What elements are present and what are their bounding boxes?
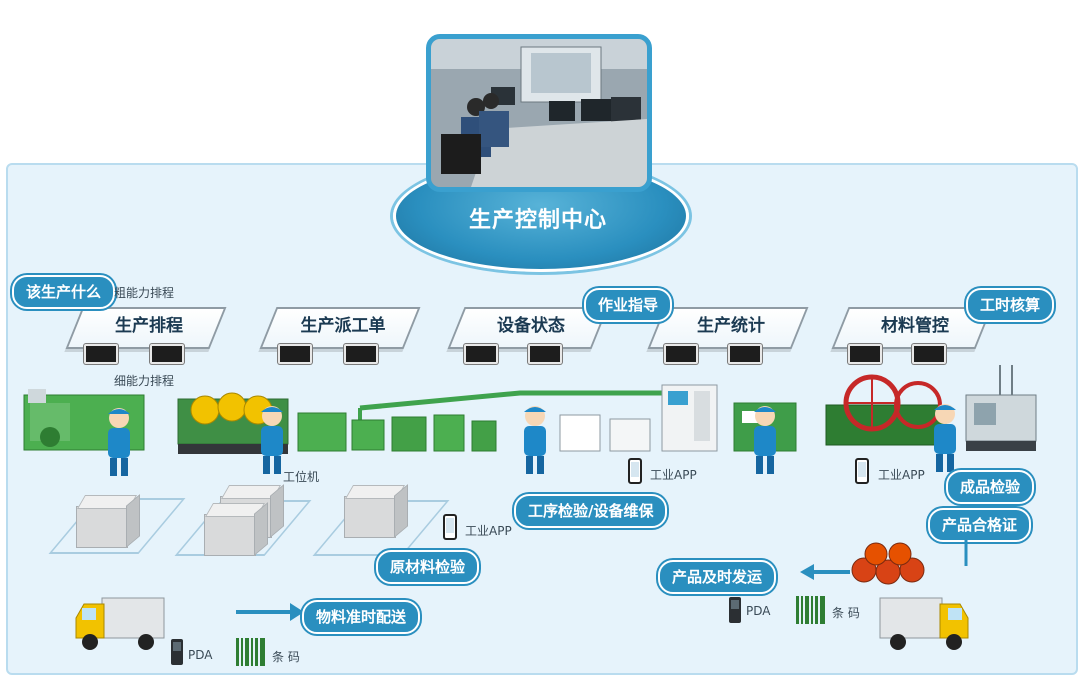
monitor-icon <box>848 344 882 364</box>
phone-icon <box>443 514 457 540</box>
note-industrial-app: 工业APP <box>465 524 512 538</box>
tag-product-certificate: 产品合格证 <box>928 508 1032 542</box>
worker-figure <box>108 408 130 476</box>
monitor-icon <box>664 344 698 364</box>
monitor-icon <box>912 344 946 364</box>
pda-icon <box>171 639 183 665</box>
phone-icon <box>628 458 642 484</box>
truck-icon <box>75 597 165 650</box>
tag-what-to-produce: 该生产什么 <box>12 275 116 309</box>
platform-label-scheduling: 生产排程 <box>115 316 183 336</box>
worker-figure <box>524 406 546 474</box>
tag-labor-accounting: 工时核算 <box>966 288 1055 322</box>
note-coarse-scheduling: 粗能力排程 <box>114 286 175 300</box>
tag-product-shipping: 产品及时发运 <box>658 560 777 594</box>
note-barcode: 条 码 <box>272 650 300 664</box>
cable-reel-icon <box>851 542 925 585</box>
monitor-icon <box>278 344 312 364</box>
note-workstation: 工位机 <box>283 470 320 484</box>
barcode-icon <box>796 596 825 624</box>
worker-figure <box>754 406 776 474</box>
phone-icon <box>855 458 869 484</box>
control-room-illustration <box>431 39 647 187</box>
material-box <box>204 514 256 556</box>
barcode-icon <box>236 638 265 666</box>
platform-label-material: 材料管控 <box>881 316 949 336</box>
tag-work-guide: 作业指导 <box>584 288 673 322</box>
monitor-icon <box>528 344 562 364</box>
worker-figure <box>261 406 283 474</box>
control-center-title: 生产控制中心 <box>468 208 607 233</box>
note-industrial-app: 工业APP <box>878 468 925 482</box>
arrow-icon <box>964 536 968 566</box>
monitor-icon <box>150 344 184 364</box>
platform-label-dispatch: 生产派工单 <box>300 316 386 336</box>
tag-material-delivery: 物料准时配送 <box>302 600 421 634</box>
monitor-icon <box>728 344 762 364</box>
pda-icon <box>729 597 741 623</box>
arrow-icon <box>236 603 304 621</box>
monitor-icon <box>344 344 378 364</box>
note-fine-scheduling: 细能力排程 <box>114 374 175 388</box>
note-pda: PDA <box>188 648 213 662</box>
tag-raw-material-inspection: 原材料检验 <box>376 550 480 584</box>
material-box <box>344 496 396 538</box>
worker-figure <box>934 404 956 472</box>
note-pda: PDA <box>746 604 771 618</box>
tag-process-inspection: 工序检验/设备维保 <box>514 494 668 528</box>
material-box <box>76 506 128 548</box>
platform-label-equipment: 设备状态 <box>497 316 565 336</box>
monitor-icon <box>464 344 498 364</box>
photo-control-room <box>426 34 652 192</box>
platform-label-statistics: 生产统计 <box>697 316 765 336</box>
monitor-icon <box>84 344 118 364</box>
note-barcode: 条 码 <box>832 606 860 620</box>
production-line-machines <box>23 365 1037 454</box>
tag-finished-inspection: 成品检验 <box>946 470 1035 504</box>
arrow-icon <box>800 564 850 580</box>
note-industrial-app: 工业APP <box>650 468 697 482</box>
truck-icon <box>879 597 969 650</box>
